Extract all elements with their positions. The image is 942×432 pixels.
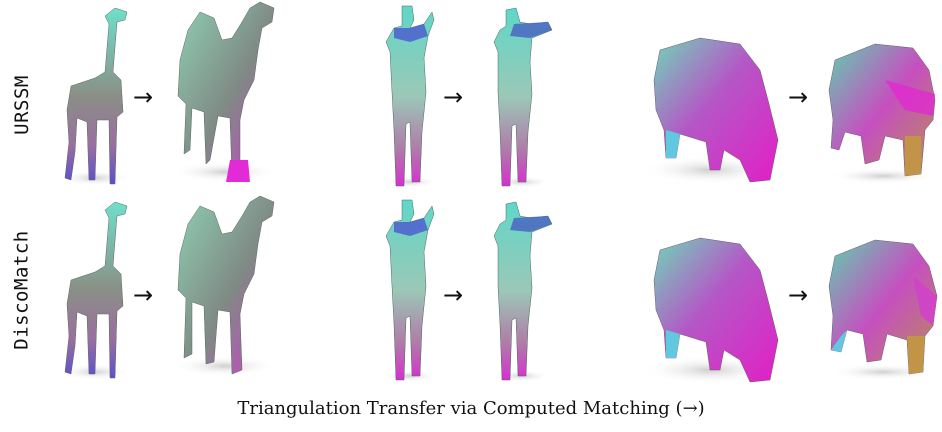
row-label-urssm-text: URSSM [11,75,34,135]
arrow-row2-human: → [443,281,464,309]
giraffe-source-image [59,7,131,186]
human-target-discomatch-image [493,201,553,382]
arrow-row1-hippo: → [788,83,809,111]
hippo-source-discomatch-image [642,237,779,384]
camel-target-urssm-image [173,1,277,182]
arrow-row2-giraffe: → [133,281,154,309]
arrow-row2-hippo: → [788,281,809,309]
row-label-urssm: URSSM [8,20,36,190]
arrow-row1-giraffe: → [133,83,154,111]
human-source-discomatch-image [382,199,438,382]
human-target-urssm-image [493,7,553,188]
camel-target-discomatch-image [173,195,277,376]
row-label-discomatch-text: DiscoMatch [11,230,34,350]
elephant-target-urssm-image [828,43,937,184]
elephant-target-discomatch-image [828,239,938,380]
giraffe-source-discomatch-image [59,201,131,380]
hippo-source-urssm-image [642,37,779,184]
human-source-urssm-image [382,5,438,188]
arrow-row1-human: → [443,83,464,111]
row-label-discomatch: DiscoMatch [8,200,36,380]
figure-caption: Triangulation Transfer via Computed Matc… [237,398,705,419]
